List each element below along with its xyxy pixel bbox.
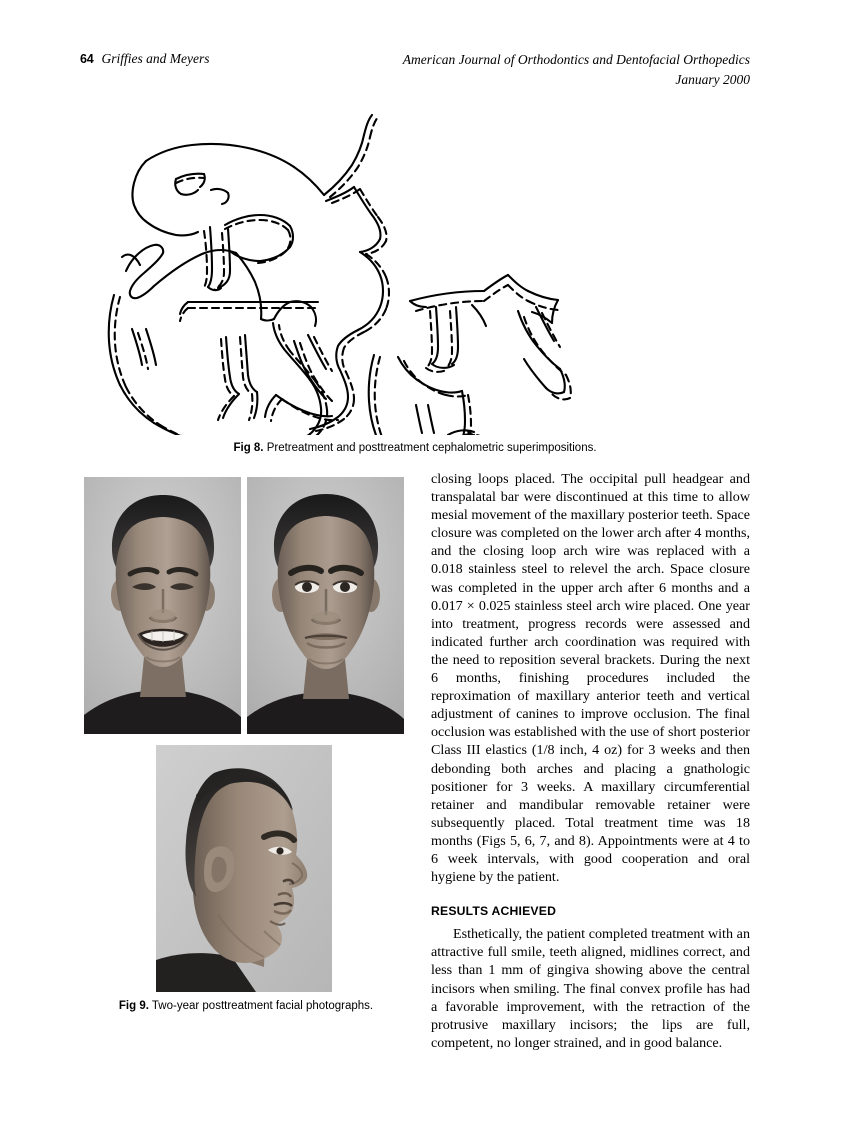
cephalometric-superimposition-image xyxy=(80,105,750,435)
running-head-left: 64 Griffies and Meyers xyxy=(80,50,210,68)
photo-frontal-repose xyxy=(247,477,404,734)
running-head-right: American Journal of Orthodontics and Den… xyxy=(403,50,750,90)
photo-lateral-profile xyxy=(156,745,332,992)
figure-9-caption: Fig 9. Two-year posttreatment facial pho… xyxy=(84,999,408,1014)
running-head: 64 Griffies and Meyers American Journal o… xyxy=(80,50,750,92)
figure-9: Fig 9. Two-year posttreatment facial pho… xyxy=(84,477,404,1014)
figure-8-caption: Fig 8. Pretreatment and posttreatment ce… xyxy=(80,441,750,456)
body-paragraph-continued: closing loops placed. The occipital pull… xyxy=(431,471,750,886)
figure-9-caption-text: Two-year posttreatment facial photograph… xyxy=(151,1000,374,1012)
profile-photo-wrap xyxy=(84,745,404,992)
figure-8: Fig 8. Pretreatment and posttreatment ce… xyxy=(80,105,750,456)
section-heading-results-achieved: RESULTS ACHIEVED xyxy=(431,904,557,919)
figure-8-caption-text: Pretreatment and posttreatment cephalome… xyxy=(266,442,597,454)
running-head-authors: Griffies and Meyers xyxy=(101,51,210,66)
figure-9-label: Fig 9. xyxy=(118,1000,149,1012)
page-number: 64 xyxy=(80,52,94,66)
body-paragraph-results: Esthetically, the patient completed trea… xyxy=(431,926,750,1051)
body-text-column: closing loops placed. The occipital pull… xyxy=(431,470,750,1052)
photo-frontal-smiling xyxy=(84,477,241,734)
figure-8-label: Fig 8. xyxy=(233,442,264,454)
frontal-photo-pair xyxy=(84,477,404,734)
journal-title: American Journal of Orthodontics and Den… xyxy=(402,52,750,67)
issue-date: January 2000 xyxy=(675,72,750,87)
